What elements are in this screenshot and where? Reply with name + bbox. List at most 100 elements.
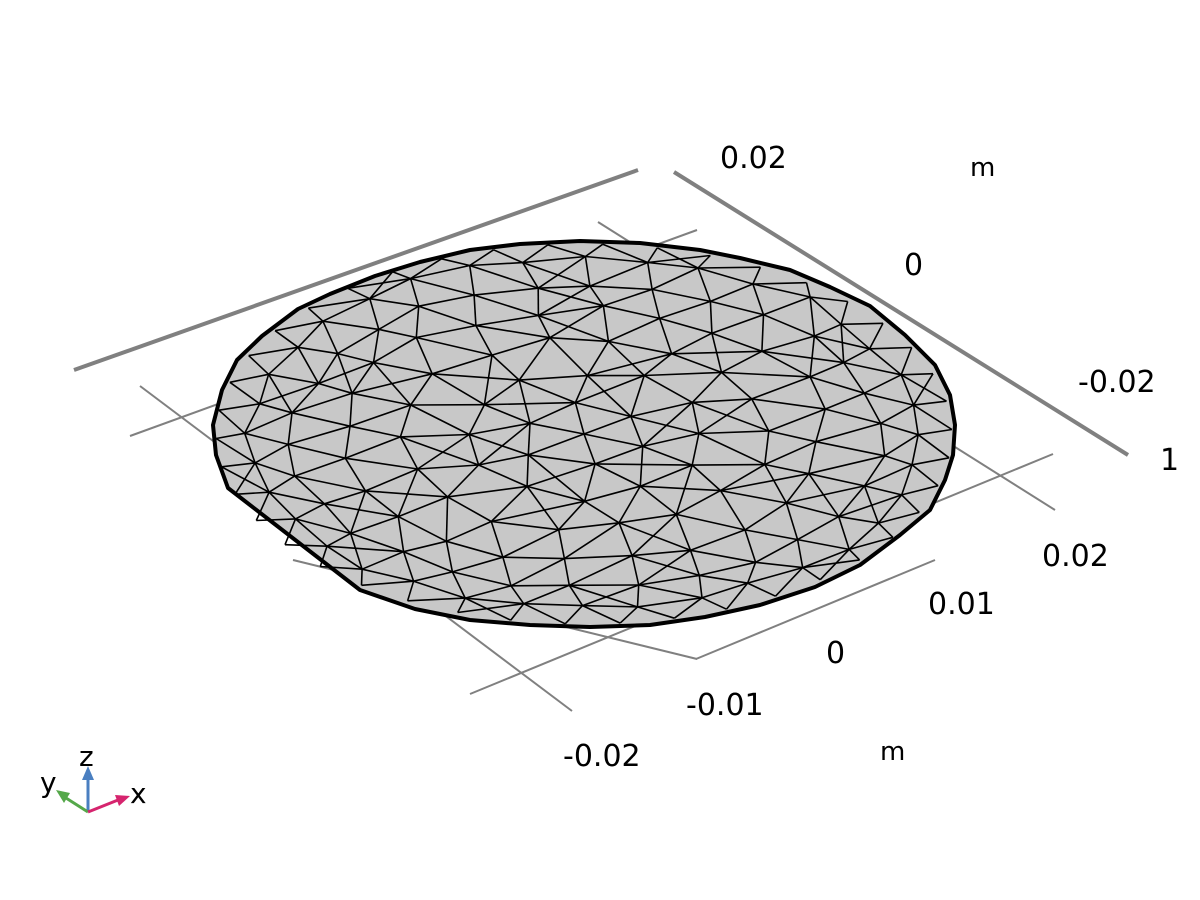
mesh-edge [631,513,677,557]
mesh-edge [287,444,296,477]
mesh-edge [397,516,405,552]
mesh-edge [575,374,645,404]
mesh-edge [638,549,691,586]
mesh-edge [797,515,840,541]
mesh-edge [840,301,849,325]
mesh-edge [691,433,700,466]
mesh-edge [692,398,752,404]
mesh-edge [711,332,763,353]
mesh-edge [880,422,919,436]
mesh-edge [409,278,420,307]
mesh-edge [630,401,693,418]
mesh-edge [287,425,351,446]
mesh-edge [809,336,816,377]
mesh-edge [468,433,529,456]
mesh-edge [583,463,596,502]
mesh-edge [797,538,850,551]
mesh-edge [372,361,412,406]
mesh-edge [720,472,809,492]
mesh-edge [523,602,583,607]
mesh-edge [413,580,466,599]
mesh-edge [431,354,493,375]
mesh-edge [349,425,401,438]
mesh-edge [786,502,839,518]
mesh-edge [457,602,524,614]
mesh-edge [526,463,596,488]
mesh-edge [642,445,693,466]
mesh-edge [675,489,721,516]
mesh-edge [549,305,604,339]
mesh-edge [519,374,588,381]
mesh-edge [589,285,605,307]
mesh-edge [547,244,586,258]
mesh-edge [900,374,915,406]
mesh-edge [673,597,703,619]
mesh-edge [763,296,811,316]
mesh-edge [326,532,351,547]
mesh-edge [254,462,295,477]
mesh-edge [869,346,912,350]
mesh-edge [584,243,604,258]
mesh-edge [630,416,644,447]
mesh-edge [345,436,401,459]
mesh-edge [323,503,352,534]
mesh-edge [751,398,826,410]
mesh-edge [336,353,353,394]
mesh-edge [526,485,585,503]
mesh-edge [349,490,367,534]
mesh-edge [518,379,531,424]
mesh-edge [864,464,913,487]
mesh-edge [558,500,586,531]
mesh-edge [410,277,475,296]
mesh-edge [451,571,466,599]
mesh-edge [689,550,701,576]
mesh-edge [879,423,886,456]
mesh-edge [584,256,591,287]
mesh-edge [254,462,270,493]
mesh-edge [701,597,727,610]
mesh-edge [640,485,721,492]
mesh-edge [796,539,804,568]
mesh-edge [218,409,246,434]
triad-x-label: x [130,777,147,810]
mesh-edge [410,373,433,406]
mesh-edge [838,485,866,518]
mesh-edge [699,574,748,584]
mesh-edge [690,549,756,564]
mesh-edge [493,249,524,264]
mesh-edge [490,485,528,523]
mesh-edge [478,464,528,488]
mesh-edge [843,348,870,364]
mesh-edge [413,571,453,582]
mesh-edge [221,466,270,493]
mesh-edge [294,457,346,477]
mesh-edge [618,522,691,552]
x-tick-label: 0.02 [1042,539,1109,574]
mesh-edge [268,491,325,505]
mesh-edge [295,518,351,535]
mesh-edge [416,336,493,356]
mesh-edge [755,561,803,569]
mesh-edge [484,401,576,406]
mesh-edge [483,354,493,405]
mesh-edge [751,376,811,400]
mesh-edge [258,374,270,405]
mesh-edge [248,355,270,375]
mesh-edge [416,324,477,339]
mesh-edge [725,582,749,610]
mesh-edge [659,300,711,320]
mesh-edge [417,464,479,470]
mesh-edge [297,346,320,384]
mesh-edge [658,318,673,355]
mesh-edge [518,337,551,381]
mesh-edge [594,463,641,487]
mesh-edge [815,422,881,443]
mesh-edge [564,605,584,625]
mesh-edge [637,606,675,619]
triad-y-arrow [56,790,70,803]
mesh-edge [432,373,520,381]
mesh-edge [646,262,653,290]
x-axis-unit: m [880,737,905,767]
mesh-edge [291,392,353,414]
